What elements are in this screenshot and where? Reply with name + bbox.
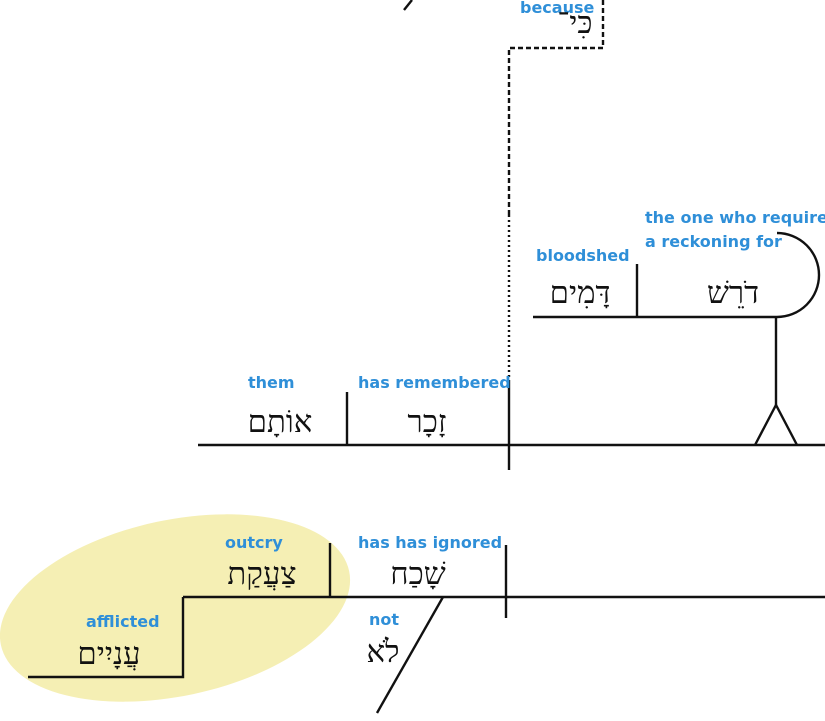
hebrew-verb-shakhach: שָׁכַח	[390, 556, 445, 592]
gloss-them: them	[248, 373, 295, 392]
hebrew-object-otam: אוֹתָם	[248, 404, 313, 440]
gloss-not: not	[369, 610, 399, 629]
hebrew-object-damim: דָּמִים	[550, 275, 611, 311]
highlight-ellipse	[0, 514, 351, 702]
negation-slant	[375, 596, 445, 714]
gloss-has-has-ignored: has has ignored	[358, 533, 502, 552]
gloss-the-one-who-requires: the one who requires	[645, 208, 825, 227]
hebrew-participle-doresh: דֹרֵשׁ	[707, 275, 759, 311]
hebrew-object-tsaaqat: צַעֲקַת	[227, 556, 296, 592]
hebrew-negation-lo: לֹא	[366, 634, 399, 670]
gloss-bloodshed: bloodshed	[536, 246, 630, 265]
hebrew-construct-aniyim: עֲנָיִים	[77, 636, 140, 672]
gloss-afflicted: afflicted	[86, 612, 160, 631]
stilt-legs	[753, 402, 799, 446]
construct-step-line	[28, 597, 185, 679]
gloss-has-remembered: has remembered	[358, 373, 511, 392]
gloss-outcry: outcry	[225, 533, 283, 552]
hebrew-because: כִּי־	[557, 5, 592, 41]
participle-arc	[776, 231, 821, 319]
gloss-a-reckoning-for: a reckoning for	[645, 232, 782, 251]
gloss-because: because	[520, 0, 595, 17]
because-dashed-connector	[507, 0, 605, 215]
hebrew-verb-zakhar: זָכָר	[407, 404, 446, 440]
stroke-top-left	[403, 0, 413, 11]
